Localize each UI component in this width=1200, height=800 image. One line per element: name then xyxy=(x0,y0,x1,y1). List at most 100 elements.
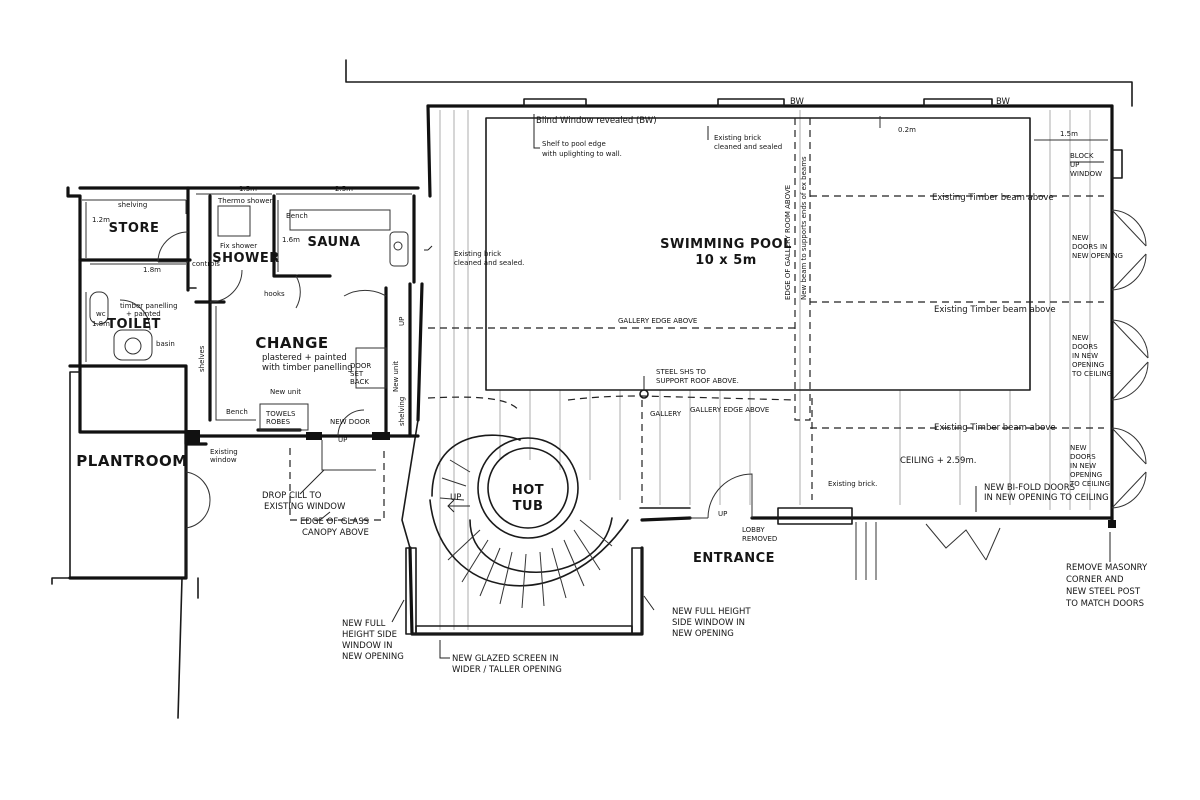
change-note-1: plastered + painted xyxy=(262,353,347,363)
hot-tub-area xyxy=(429,389,649,609)
room-label-sauna: SAUNA xyxy=(307,235,360,250)
note-drop-cill-1: DROP CILL TO xyxy=(262,491,322,501)
note-remove-2: CORNER AND xyxy=(1066,575,1124,585)
note-new-door: NEW DOOR xyxy=(330,418,370,426)
room-label-store: STORE xyxy=(109,221,160,236)
note-new-beam-vertical: New beam to supports ends of ex beams xyxy=(800,156,808,300)
note-bench-sauna: Bench xyxy=(286,212,308,220)
room-label-plantroom: PLANTROOM xyxy=(76,452,187,470)
room-label-tub: TUB xyxy=(513,499,544,514)
note-canopy-1: EDGE OF GLASS xyxy=(300,517,369,527)
dim-1-5m-top: 1.5m xyxy=(239,185,257,193)
gallery-and-beams xyxy=(427,118,1104,505)
dim-1-5m-right: 1.5m xyxy=(1060,130,1078,138)
note-hooks: hooks xyxy=(264,290,285,298)
note-bifold-1: NEW BI-FOLD DOORS xyxy=(984,483,1075,493)
note-timber-2: + painted xyxy=(126,310,161,318)
note-ex-brick-left-2: cleaned and sealed. xyxy=(454,259,524,267)
note-new-doors-2e: TO CEILING xyxy=(1071,370,1112,378)
note-shelving-vertical: shelving xyxy=(398,397,406,426)
note-new-doors-1b: DOORS IN xyxy=(1072,243,1107,251)
note-door-set-1: DOOR xyxy=(350,362,371,370)
callout-leaders-left xyxy=(299,469,331,521)
note-canopy-2: CANOPY ABOVE xyxy=(302,528,369,538)
note-timber-1: timber panelling xyxy=(120,302,178,310)
note-gallery-small: GALLERY xyxy=(650,410,682,418)
note-door-set-2: SET xyxy=(350,370,364,378)
note-new-unit: New unit xyxy=(270,388,301,396)
note-new-doors-1a: NEW xyxy=(1072,234,1089,242)
note-glazed-1: NEW GLAZED SCREEN IN xyxy=(452,654,559,664)
note-beam-3: Existing Timber beam above xyxy=(934,423,1056,433)
dimension-lines xyxy=(85,116,1108,362)
note-gallery-edge-1: GALLERY EDGE ABOVE xyxy=(618,317,697,325)
note-ceiling: CEILING + 2.59m. xyxy=(900,456,976,466)
note-ex-brick-left-1: Existing brick xyxy=(454,250,502,258)
dim-1-8m-store: 1.8m xyxy=(143,266,161,274)
note-new-doors-2a: NEW xyxy=(1072,334,1089,342)
floor-boards xyxy=(439,110,1091,630)
note-ex-brick-top-1: Existing brick xyxy=(714,134,762,142)
note-bifold-2: IN NEW OPENING TO CEILING xyxy=(984,493,1109,503)
note-block-2: UP xyxy=(1070,161,1079,169)
note-remove-1: REMOVE MASONRY xyxy=(1066,563,1148,573)
note-side-right-3: NEW OPENING xyxy=(672,629,734,639)
left-wing-fixtures xyxy=(82,199,409,471)
note-glazed-2: WIDER / TALLER OPENING xyxy=(452,665,562,675)
change-note-2: with timber panelling xyxy=(262,363,353,373)
dim-1-6m: 1.6m xyxy=(282,236,300,244)
note-shelf-1: Shelf to pool edge xyxy=(542,140,606,148)
note-side-right-1: NEW FULL HEIGHT xyxy=(672,607,751,617)
note-gallery-edge-2: GALLERY EDGE ABOVE xyxy=(690,406,769,414)
swimming-pool xyxy=(485,117,1031,391)
room-label-hot: HOT xyxy=(512,483,544,498)
note-block-3: WINDOW xyxy=(1070,170,1102,178)
callout-leaders-top xyxy=(424,114,709,390)
left-wing-doors xyxy=(119,231,387,529)
note-up-stair-left: UP xyxy=(398,317,406,326)
dim-2-5m: 2.5m xyxy=(335,185,353,193)
note-existing-brick: Existing brick. xyxy=(828,480,877,488)
dim-0-2m: 0.2m xyxy=(898,126,916,134)
callout-leaders-right xyxy=(975,161,1111,562)
room-label-change: CHANGE xyxy=(255,334,328,352)
note-side-left-4: NEW OPENING xyxy=(342,652,404,662)
pool-size: 10 x 5m xyxy=(695,253,757,268)
note-existing-window-1: Existing xyxy=(210,448,238,456)
note-up-change: UP xyxy=(338,436,347,444)
note-new-doors-1c: NEW OPENING xyxy=(1072,252,1123,260)
note-new-doors-3c: IN NEW xyxy=(1070,462,1096,470)
bw-label-2: BW xyxy=(996,97,1011,107)
entrance-door xyxy=(690,473,753,519)
note-shelving: shelving xyxy=(118,201,147,209)
blind-windows xyxy=(523,98,993,107)
note-side-left-1: NEW FULL xyxy=(342,619,386,629)
note-up-lobby: UP xyxy=(718,510,727,518)
note-steel-1: STEEL SHS TO xyxy=(656,368,706,376)
site-boundary xyxy=(177,59,1133,719)
note-towels-1: TOWELS xyxy=(265,410,296,418)
note-side-left-2: HEIGHT SIDE xyxy=(342,630,397,640)
side-windows xyxy=(405,547,643,635)
note-steel-2: SUPPORT ROOF ABOVE. xyxy=(656,377,739,385)
note-towels-2: ROBES xyxy=(266,418,291,426)
note-remove-3: NEW STEEL POST xyxy=(1066,587,1141,597)
note-lobby-2: REMOVED xyxy=(742,535,777,543)
note-new-doors-2b: DOORS xyxy=(1072,343,1098,351)
note-new-doors-2d: OPENING xyxy=(1072,361,1104,369)
room-label-swimming-pool: SWIMMING POOL xyxy=(660,237,792,252)
note-thermo-shower: Thermo shower xyxy=(217,197,272,205)
bifold-doors xyxy=(855,522,1001,580)
note-up-hot-tub: UP xyxy=(450,493,461,503)
room-label-entrance: ENTRANCE xyxy=(693,551,775,566)
note-shelf-2: with uplighting to wall. xyxy=(542,150,622,158)
note-lobby-1: LOBBY xyxy=(742,526,765,534)
note-shelves: shelves xyxy=(198,345,206,372)
note-new-doors-3e: TO CEILING xyxy=(1069,480,1110,488)
note-new-doors-3d: OPENING xyxy=(1070,471,1102,479)
room-label-toilet: TOILET xyxy=(107,317,161,332)
note-side-right-2: SIDE WINDOW IN xyxy=(672,618,745,628)
note-fixed-shower: Fix shower xyxy=(220,242,257,250)
note-remove-4: TO MATCH DOORS xyxy=(1065,599,1144,609)
